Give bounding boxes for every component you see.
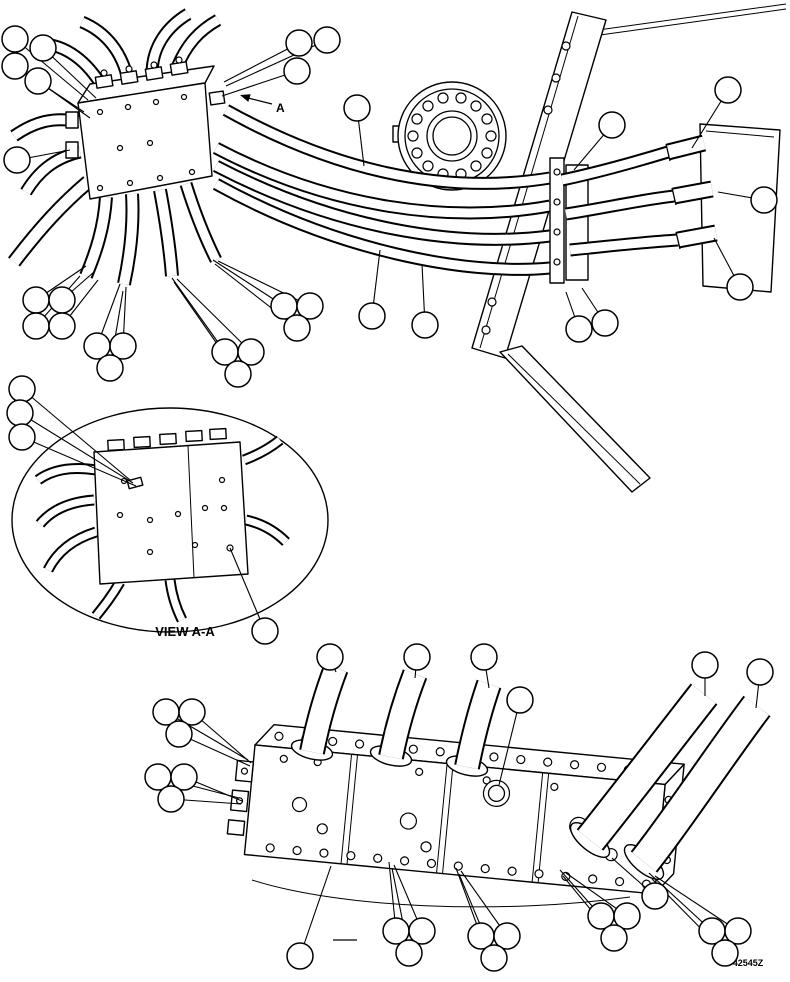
leader-line [212,259,285,307]
leader-line [171,277,226,353]
leader-line [21,388,131,481]
leader-line [498,699,521,786]
callout-balloon [493,922,521,950]
callout-balloon [358,302,386,330]
callout-balloon [1,52,29,80]
callout-balloon [613,902,641,930]
grease-fitting [126,476,144,490]
callout-balloon [506,686,534,714]
callout-balloon [711,939,739,967]
arrowhead-icon [240,94,251,102]
view-label: VIEW A-A [155,624,215,639]
callout-balloon [750,186,778,214]
callout-balloon [283,314,311,342]
callout-balloon [251,617,279,645]
callout-balloon [29,34,57,62]
section-arrow: A [240,94,285,115]
section-arrow-label: A [276,101,285,115]
leader-line [14,38,89,101]
callout-balloon [313,26,341,54]
callout-balloon [470,643,498,671]
skid-line [251,879,631,908]
callout-balloon [8,423,36,451]
valve-bank-hoses [299,663,771,873]
callout-balloon [691,651,719,679]
callout-balloon [178,698,206,726]
callout-balloon [109,332,137,360]
leader-line [176,278,252,353]
callout-balloon [1,25,29,53]
callout-balloon [170,763,198,791]
callout-balloon [316,643,344,671]
upper-assembly: A [8,3,787,493]
callout-balloon [403,643,431,671]
callout-balloon [343,94,371,122]
leader-line [21,436,137,487]
lower-valve-bank [226,663,771,941]
callout-balloon [285,29,313,57]
figure-number: 42545Z [733,958,764,968]
callout-balloon [48,312,76,340]
callout-balloon [598,111,626,139]
callout-balloon [411,311,439,339]
callout-balloon [157,785,185,813]
round-port [482,779,511,807]
callout-balloon [565,315,593,343]
callout-balloon [600,924,628,952]
callout-balloon [395,939,423,967]
callout-balloon [6,399,34,427]
leader-line [654,875,739,932]
callout-balloon [3,146,31,174]
callout-balloon [296,292,324,320]
callout-balloon [724,917,752,945]
callout-balloons [1,25,778,972]
callout-balloon [480,944,508,972]
leader-line [229,547,266,632]
callout-balloon [24,67,52,95]
leader-line [217,260,311,307]
detail-view-a-a: VIEW A-A [11,407,329,639]
leader-line [165,711,249,761]
callout-balloon [641,882,669,910]
long-hoses [212,104,552,276]
callout-balloon [224,360,252,388]
callout-balloon [48,286,76,314]
clamp-hoses [560,145,679,257]
callout-balloon [286,942,314,970]
callout-balloon [96,354,124,382]
hose-fittings [665,134,718,250]
callout-balloon [22,286,50,314]
callout-balloon [746,658,774,686]
callout-balloon [283,57,311,85]
callout-balloon [165,720,193,748]
leader-line [648,872,713,932]
callout-balloon [591,309,619,337]
callout-balloon [408,917,436,945]
leader-line [19,412,134,484]
support-rod [597,3,787,36]
left-manifold-block [65,56,226,200]
callout-balloon [22,312,50,340]
callout-balloon [237,338,265,366]
callout-balloon [714,76,742,104]
callout-balloon [8,375,36,403]
leader-line [223,42,300,83]
callout-balloon [726,273,754,301]
leader-line [299,865,332,957]
